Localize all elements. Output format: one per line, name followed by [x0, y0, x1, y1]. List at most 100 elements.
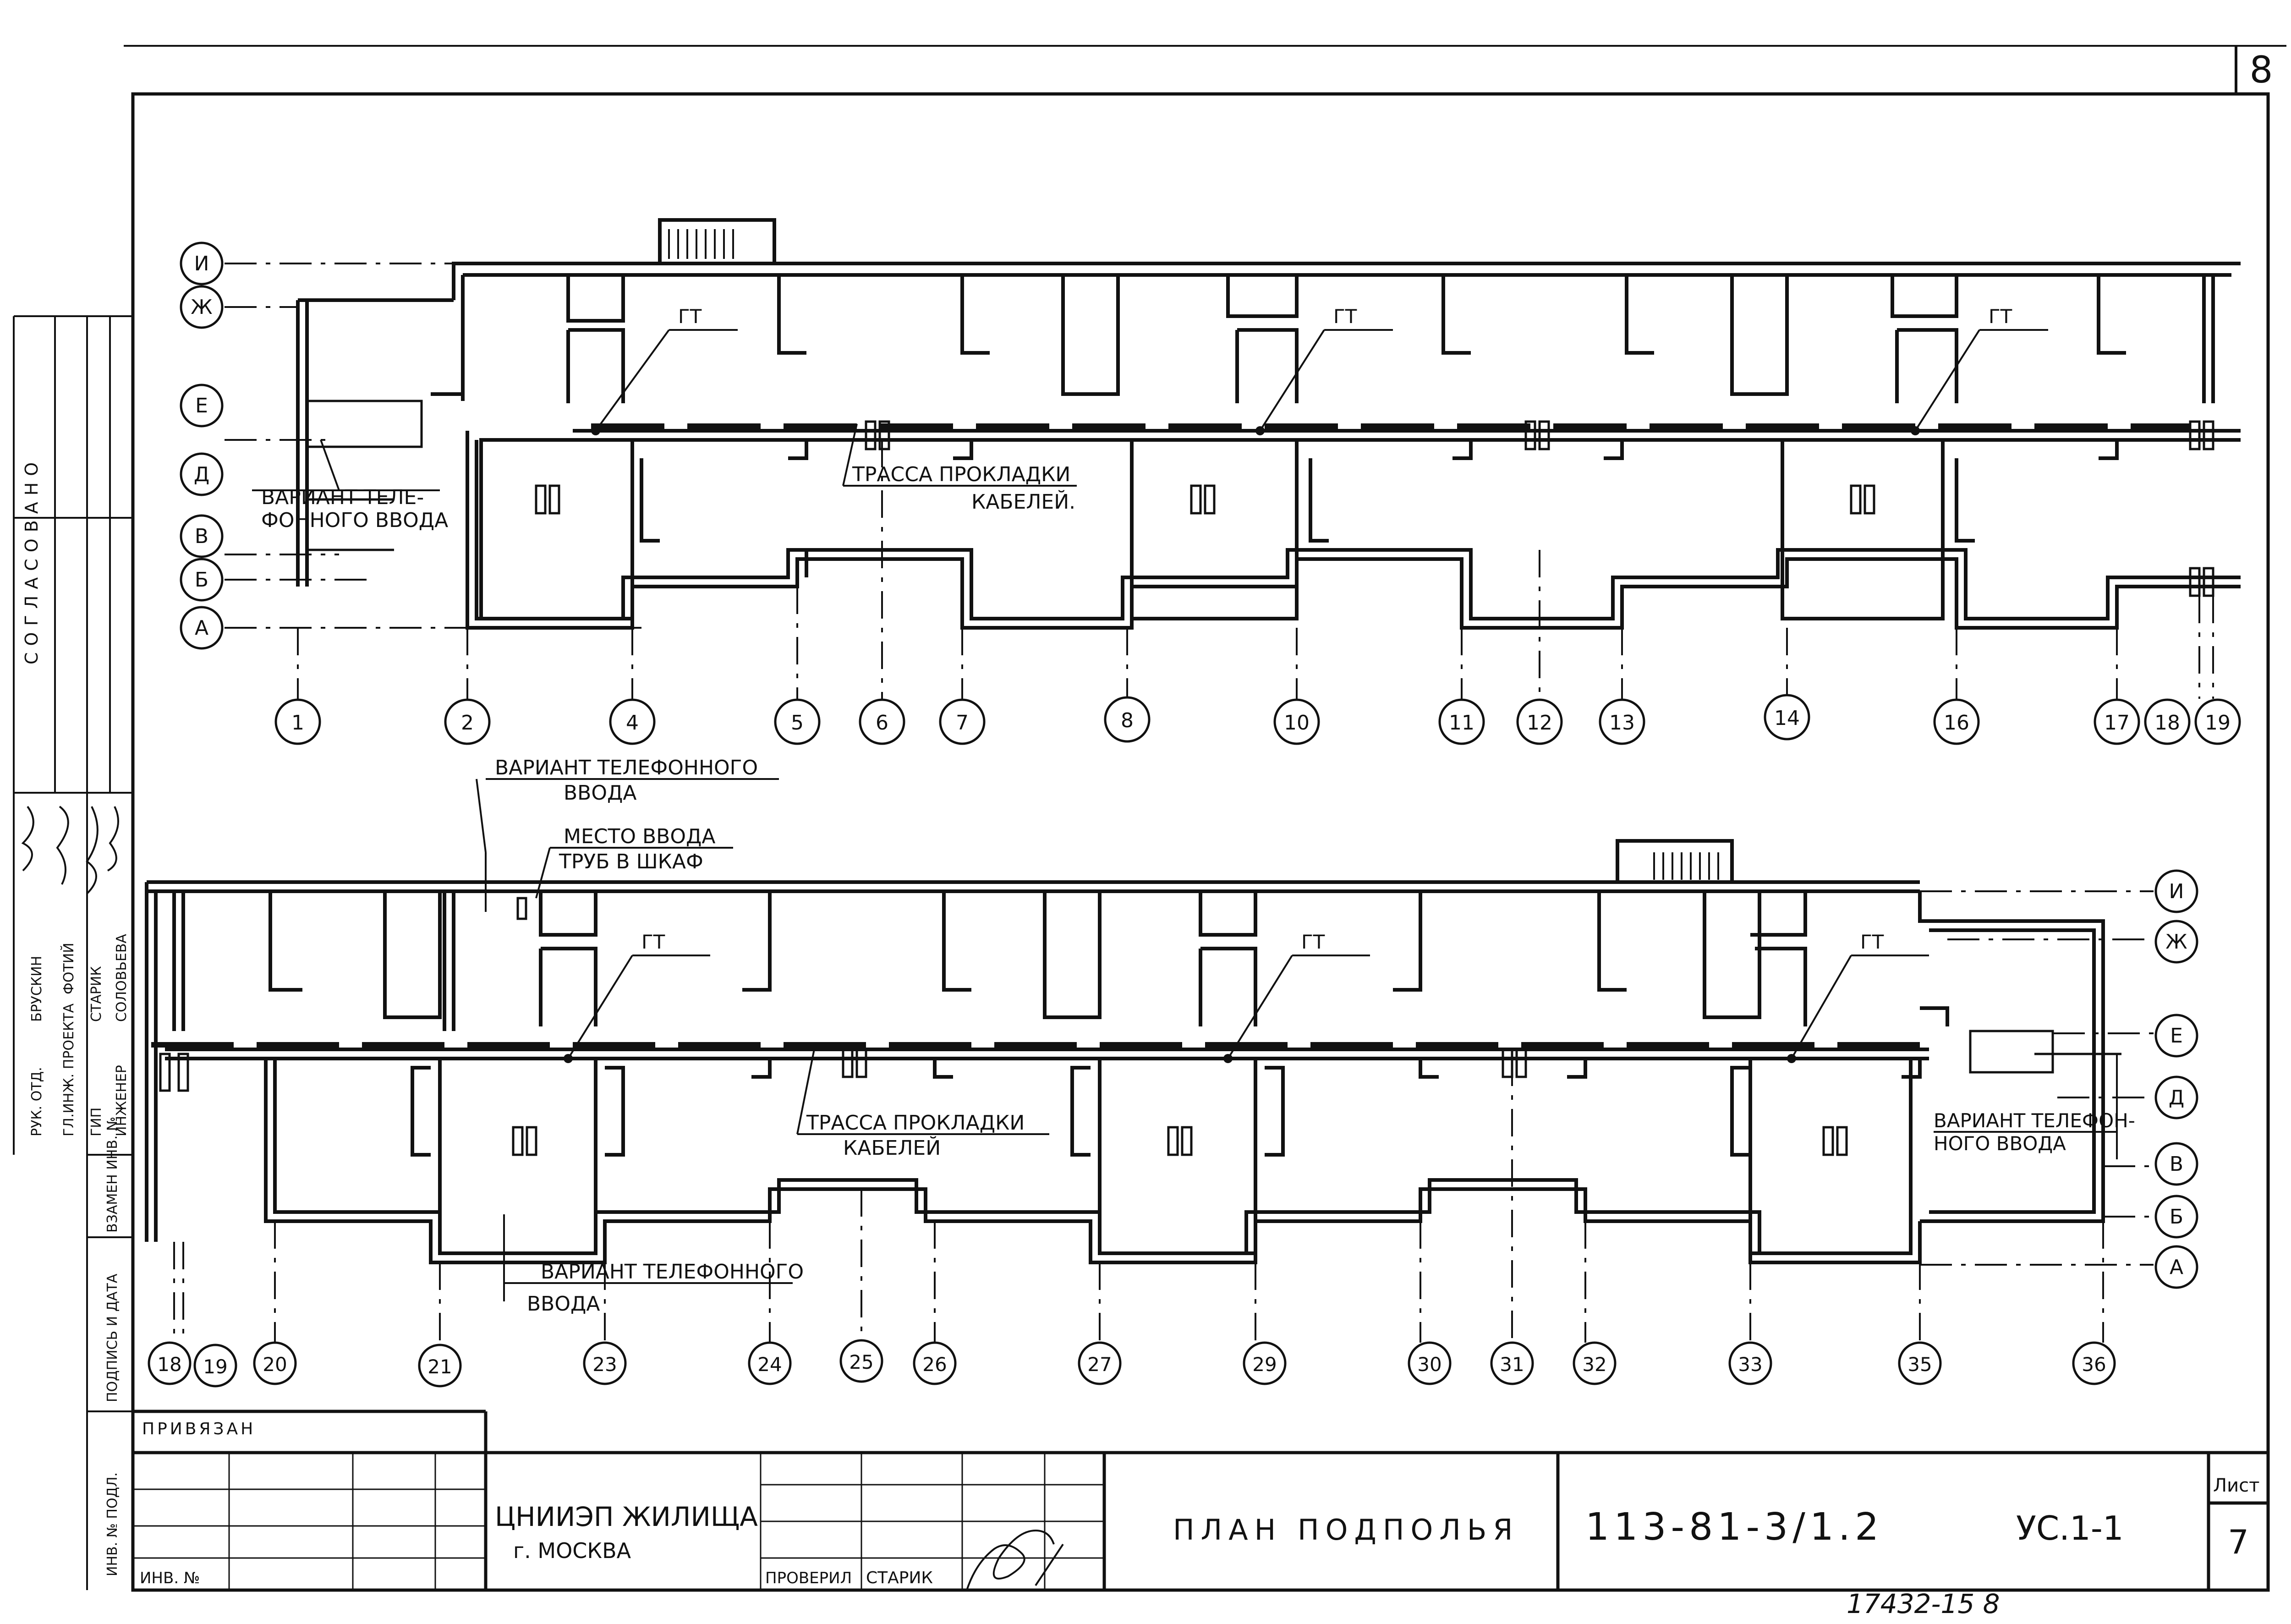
svg-text:Б: Б: [195, 568, 208, 592]
privyazan-label: ПРИВЯЗАН: [142, 1420, 256, 1438]
row-axis-bottom-i: И: [2154, 869, 2198, 913]
row-axis-bottom-d: Д: [2154, 1075, 2198, 1119]
gt-label-bottom-1: ГТ: [641, 931, 665, 953]
col-axes-bottom: 18 19 20 21 23 24 25 26 27 29 30 31 32 3…: [148, 1339, 2116, 1388]
svg-text:А: А: [195, 616, 208, 640]
col-axes-top: 1 2 4 5 6 7 8 10 11 12 13 14 16 17 18 19: [274, 694, 2241, 745]
svg-text:Е: Е: [2170, 1024, 2183, 1048]
signer-name-4: СОЛОВЬЕВА: [114, 934, 130, 1022]
col-axis-top-5: 5: [774, 698, 821, 745]
col-axis-top-16: 16: [1933, 698, 1980, 745]
svg-text:18: 18: [157, 1353, 181, 1376]
svg-text:8: 8: [1121, 709, 1134, 732]
col-axis-top-2: 2: [444, 698, 491, 745]
svg-text:17: 17: [2104, 711, 2130, 735]
col-axis-top-14: 14: [1764, 694, 1810, 741]
col-axis-top-8: 8: [1104, 696, 1151, 743]
row-axis-top-d: Д: [180, 452, 224, 496]
row-axes-top: И Ж Е Д В Б А: [180, 241, 224, 650]
signer-name-3: СТАРИК: [88, 966, 104, 1022]
svg-text:32: 32: [1582, 1353, 1606, 1376]
col-axis-top-6: 6: [859, 698, 905, 745]
svg-text:33: 33: [1738, 1353, 1762, 1376]
svg-text:В: В: [2170, 1152, 2183, 1176]
svg-text:4: 4: [626, 711, 639, 735]
entry-label-1: МЕСТО ВВОДА: [564, 825, 715, 848]
row-axis-top-a: А: [180, 606, 224, 650]
col-axis-top-11: 11: [1438, 698, 1485, 745]
svg-text:Д: Д: [2169, 1086, 2184, 1109]
drawing-title: ПЛАН ПОДПОЛЬЯ: [1173, 1513, 1519, 1547]
svg-text:29: 29: [1252, 1353, 1277, 1376]
col-axis-bottom-29: 29: [1243, 1341, 1287, 1385]
col-axis-top-10: 10: [1273, 698, 1320, 745]
row-axis-top-e: Е: [180, 384, 224, 428]
col-axis-top-12: 12: [1516, 698, 1563, 745]
entry-label-2: ТРУБ В ШКАФ: [559, 850, 703, 873]
svg-text:26: 26: [922, 1353, 947, 1376]
svg-text:Б: Б: [2170, 1205, 2183, 1229]
row-axis-bottom-b: Б: [2154, 1195, 2198, 1239]
svg-text:Ж: Ж: [191, 296, 212, 319]
svg-text:2: 2: [461, 711, 474, 735]
signer-name-2: ФОТИЙ: [60, 943, 77, 994]
plan-bottom: [145, 778, 2154, 1343]
route-label-top-1: ТРАССА ПРОКЛАДКИ: [852, 463, 1070, 486]
plan-top: [225, 218, 2241, 699]
svg-text:Е: Е: [195, 394, 208, 417]
variant-top-label-1: ВАРИАНТ ТЕЛЕФОННОГО: [495, 756, 758, 779]
svg-text:12: 12: [1527, 711, 1552, 735]
variant-label-top-1: ВАРИАНТ ТЕЛЕ-: [261, 486, 424, 509]
col-axis-bottom-31: 31: [1490, 1341, 1534, 1385]
list-number: 7: [2228, 1523, 2249, 1561]
col-axis-bottom-19: 19: [193, 1344, 237, 1388]
svg-text:16: 16: [1944, 711, 1969, 735]
sheet-code: УС.1-1: [2016, 1509, 2124, 1547]
variant-bottom-label-1: ВАРИАНТ ТЕЛЕФОННОГО: [541, 1260, 804, 1284]
signer-role-4: ИНЖЕНЕР: [114, 1065, 130, 1136]
signer-role-2: ГЛ.ИНЖ. ПРОЕКТА: [61, 1003, 77, 1136]
svg-text:24: 24: [757, 1353, 782, 1376]
svg-text:19: 19: [2205, 711, 2231, 735]
svg-text:19: 19: [203, 1355, 227, 1378]
row-axis-top-zh: Ж: [180, 285, 224, 329]
svg-text:Ж: Ж: [2165, 930, 2187, 954]
approval-label: СОГЛАСОВАНО: [22, 456, 42, 664]
svg-text:7: 7: [956, 711, 969, 735]
row-axis-top-v: В: [180, 514, 224, 558]
archive-stamp: 17432-15 8: [1847, 1588, 2000, 1619]
gt-label-top-1: ГТ: [678, 305, 702, 328]
svg-text:18: 18: [2154, 711, 2180, 735]
svg-text:11: 11: [1449, 711, 1474, 735]
svg-text:27: 27: [1087, 1353, 1112, 1376]
col-axis-bottom-36: 36: [2072, 1341, 2116, 1385]
checked-role: ПРОВЕРИЛ: [765, 1569, 852, 1587]
col-axis-bottom-20: 20: [253, 1341, 297, 1385]
row-axis-bottom-e: Е: [2154, 1014, 2198, 1058]
route-label-top-2: КАБЕЛЕЙ.: [971, 489, 1075, 514]
route-label-bottom-2: КАБЕЛЕЙ: [843, 1136, 941, 1160]
svg-text:И: И: [194, 252, 209, 275]
variant-label-top-2: ФОННОГО ВВОДА: [261, 509, 448, 532]
gt-points-bottom: [564, 1054, 1796, 1063]
sheet-frame: [124, 45, 2286, 1592]
gt-label-bottom-3: ГТ: [1860, 931, 1884, 953]
col-axis-bottom-24: 24: [748, 1341, 792, 1385]
svg-text:6: 6: [876, 711, 888, 735]
col-axis-top-1: 1: [274, 698, 321, 745]
col-axis-top-4: 4: [609, 698, 656, 745]
row-axes-bottom: И Ж Е Д В Б А: [2154, 869, 2198, 1289]
institute-name: ЦНИИЭП ЖИЛИЩА: [495, 1501, 758, 1532]
corner-sheet-number: 8: [2250, 49, 2273, 91]
svg-text:14: 14: [1774, 707, 1800, 730]
variant-right-label-1: ВАРИАНТ ТЕЛЕФОН-: [1934, 1109, 2135, 1132]
svg-text:10: 10: [1284, 711, 1310, 735]
row-axis-bottom-v: В: [2154, 1142, 2198, 1186]
svg-text:36: 36: [2082, 1353, 2106, 1376]
col-axis-bottom-26: 26: [913, 1341, 957, 1385]
title-block: [133, 1410, 2268, 1591]
inv-no-label: ИНВ. №: [140, 1569, 200, 1587]
handwritten-signatures: [21, 806, 119, 894]
svg-text:21: 21: [428, 1355, 452, 1378]
route-label-bottom-1: ТРАССА ПРОКЛАДКИ: [806, 1111, 1025, 1135]
